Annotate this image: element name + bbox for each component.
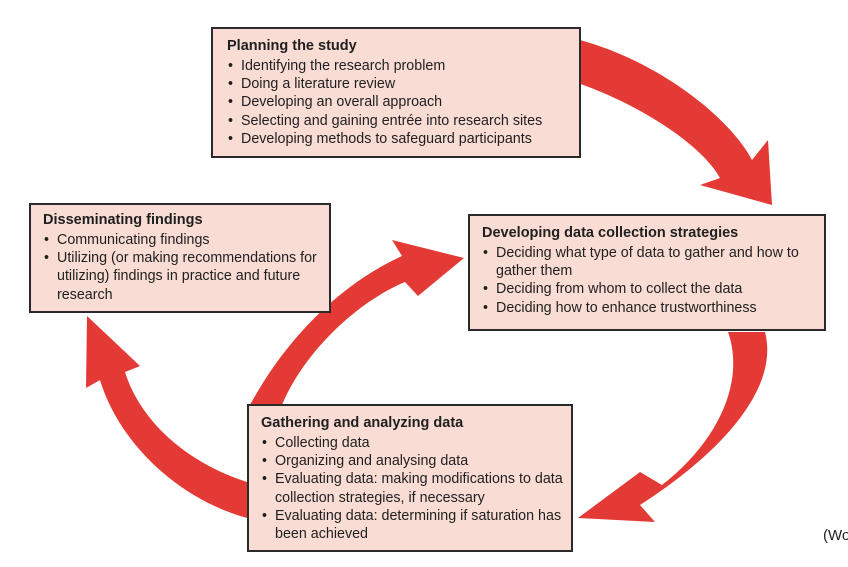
- list-item: Evaluating data: determining if saturati…: [261, 507, 563, 543]
- planning-stage-box: Planning the study Identifying the resea…: [211, 27, 581, 158]
- planning-stage-list: Identifying the research problem Doing a…: [227, 57, 569, 148]
- list-item: Doing a literature review: [227, 75, 569, 93]
- citation-text: (Wo: [823, 527, 848, 544]
- list-item: Selecting and gaining entrée into resear…: [227, 112, 569, 130]
- list-item: Developing an overall approach: [227, 93, 569, 111]
- developing-stage-title: Developing data collection strategies: [482, 225, 739, 241]
- developing-stage-box: Developing data collection strategies De…: [468, 214, 826, 331]
- arrow-planning-to-developing: [575, 40, 772, 205]
- list-item: Evaluating data: making modifications to…: [261, 470, 563, 506]
- disseminating-stage-title: Disseminating findings: [43, 212, 203, 228]
- gathering-stage-list: Collecting data Organizing and analysing…: [261, 434, 563, 543]
- gathering-stage-title: Gathering and analyzing data: [261, 415, 464, 431]
- list-item: Communicating findings: [43, 231, 321, 249]
- gathering-stage-box: Gathering and analyzing data Collecting …: [247, 404, 573, 552]
- list-item: Deciding from whom to collect the data: [482, 280, 816, 298]
- disseminating-stage-list: Communicating findings Utilizing (or mak…: [43, 231, 321, 304]
- arrow-gathering-to-disseminating: [86, 316, 247, 518]
- list-item: Deciding what type of data to gather and…: [482, 244, 816, 280]
- planning-stage-title: Planning the study: [227, 38, 357, 54]
- arrow-developing-to-gathering: [578, 332, 768, 522]
- developing-stage-list: Deciding what type of data to gather and…: [482, 244, 816, 317]
- list-item: Identifying the research problem: [227, 57, 569, 75]
- list-item: Developing methods to safeguard particip…: [227, 130, 569, 148]
- list-item: Collecting data: [261, 434, 563, 452]
- arrow-gathering-to-developing: [250, 240, 464, 405]
- list-item: Organizing and analysing data: [261, 452, 563, 470]
- list-item: Utilizing (or making recommendations for…: [43, 249, 321, 304]
- disseminating-stage-box: Disseminating findings Communicating fin…: [29, 203, 331, 313]
- list-item: Deciding how to enhance trustworthiness: [482, 299, 816, 317]
